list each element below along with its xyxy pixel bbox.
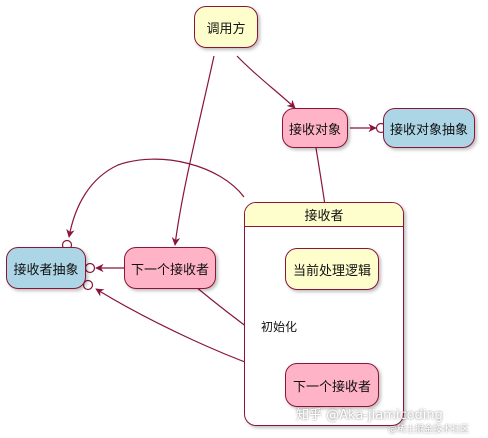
node-receiver-object-abstract: 接收对象抽象 [383,108,475,148]
node-next-receiver-inner: 下一个接收者 [285,363,379,407]
edge-caller-to-receiver-object [236,55,296,109]
edge-caller-to-next-receiver [171,55,215,246]
watermark-primary: 知乎 @Aka-jiamicoding [296,408,443,423]
interface-lollipop-bottom [82,279,94,291]
node-receiver-abstract: 接收者抽象 [6,247,86,289]
node-next-receiver-outer: 下一个接收者 [124,247,216,289]
watermark-secondary: @稀土掘金技术社区 [388,425,470,435]
edge-label-init: 初始化 [261,320,298,334]
node-caller: 调用方 [194,6,258,48]
node-receiver-object: 接收对象 [282,108,348,148]
interface-lollipop-right [84,262,96,274]
node-current-logic: 当前处理逻辑 [285,248,379,290]
edge-group-to-receiver-abstract [66,158,245,238]
receiver-group-title: 接收者 [245,203,403,227]
